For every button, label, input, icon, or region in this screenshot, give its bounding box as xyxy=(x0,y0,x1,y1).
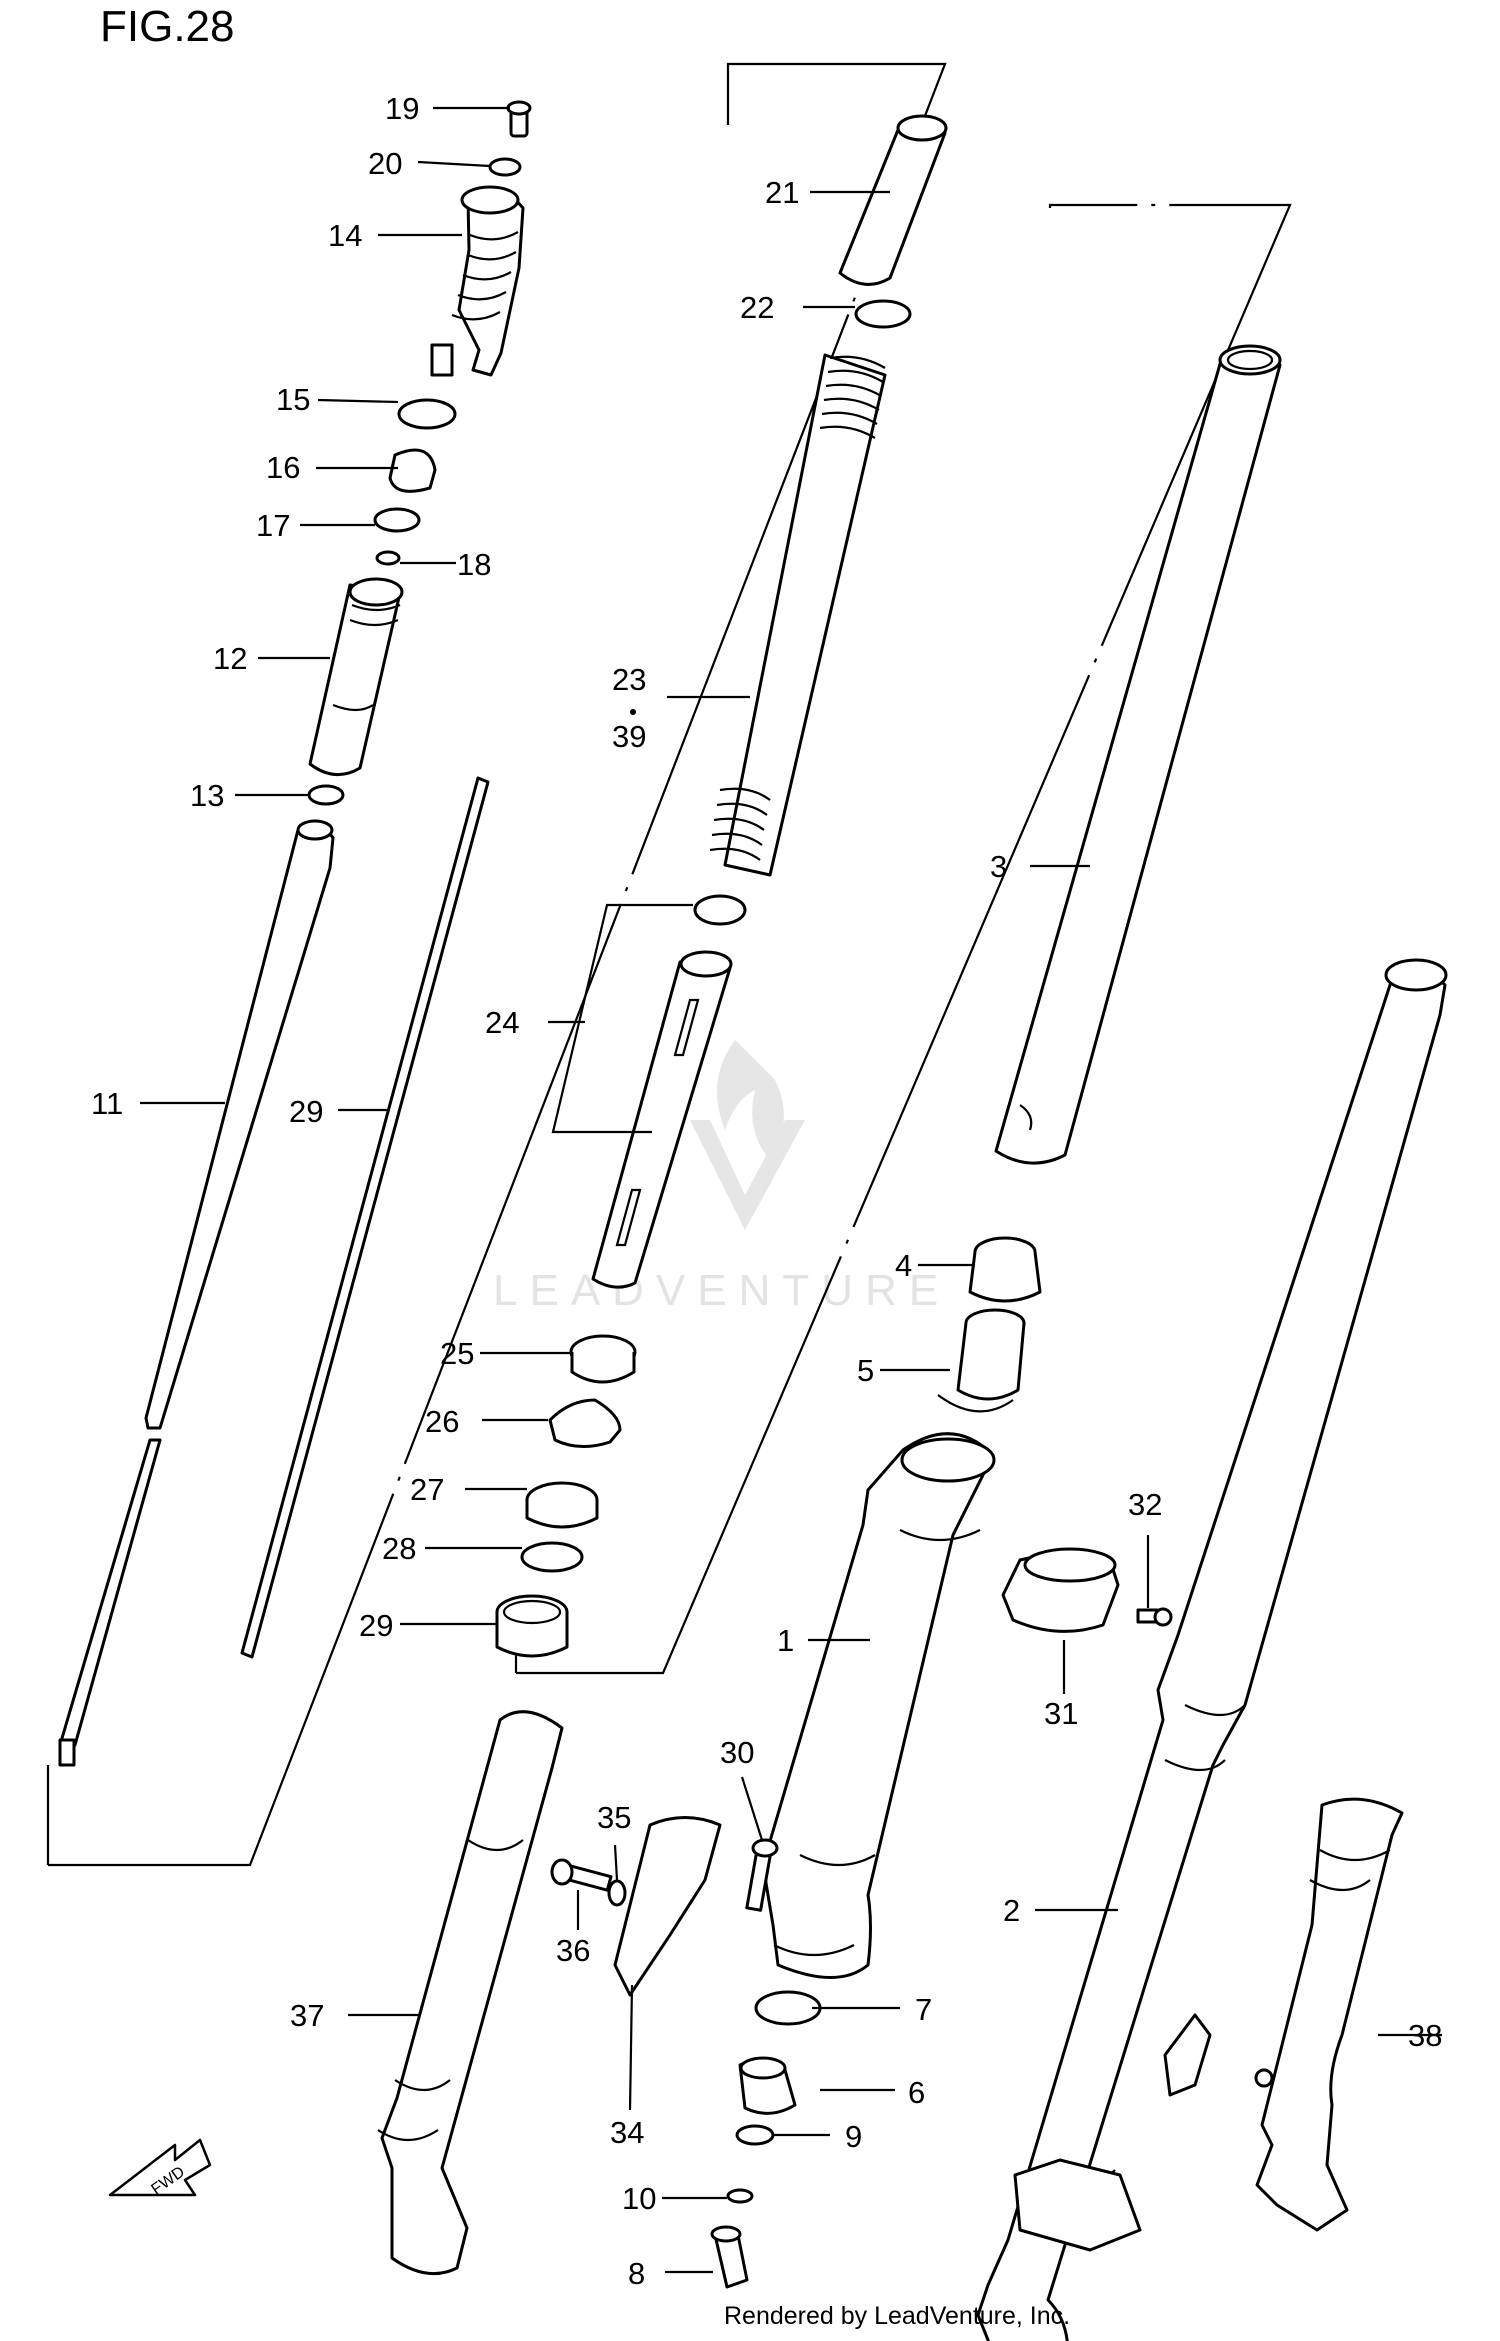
callout-16: 16 xyxy=(266,450,300,485)
bolt-8 xyxy=(710,2225,749,2289)
bolt-36 xyxy=(550,1858,613,1892)
callout-35: 35 xyxy=(597,1800,631,1835)
callout-10: 10 xyxy=(622,2181,656,2216)
callout-separator-dot xyxy=(630,709,636,715)
fork-guard-37 xyxy=(377,1710,564,2276)
clip-26 xyxy=(548,1398,622,1448)
clamp-32 xyxy=(1001,1547,1120,1633)
callout-37: 37 xyxy=(290,1998,324,2033)
callout-13: 13 xyxy=(190,778,224,813)
callout-26: 26 xyxy=(425,1404,459,1439)
callout-38: 38 xyxy=(1408,2018,1442,2053)
assembly-boundary-lines xyxy=(46,62,1292,1867)
leader-lines xyxy=(140,106,1442,2274)
callout-30: 29 xyxy=(289,1094,323,1129)
guide-24 xyxy=(551,894,747,1289)
axle-holder-6 xyxy=(738,2056,797,2115)
callout-34: 34 xyxy=(610,2115,644,2150)
callout-17: 17 xyxy=(256,508,290,543)
guard-38 xyxy=(1254,1797,1404,2232)
watermark-text: LEADVENTURE xyxy=(493,1266,950,1315)
stopper-16 xyxy=(388,448,437,493)
callout-6: 6 xyxy=(908,2075,925,2110)
callout-33: 32 xyxy=(1128,1487,1162,1522)
o-ring-7 xyxy=(754,1990,822,2026)
ring-18 xyxy=(375,550,401,566)
callout-18: 18 xyxy=(457,547,491,582)
leadventure-watermark-logo xyxy=(690,1040,805,1230)
callout-20: 20 xyxy=(368,146,402,181)
callout-14: 14 xyxy=(328,218,362,253)
callout-23: 23 xyxy=(612,662,646,697)
spring-23-39 xyxy=(709,353,887,877)
callout-36: 36 xyxy=(556,1933,590,1968)
bolt-31 xyxy=(745,1838,779,1912)
washer-10 xyxy=(726,2188,754,2204)
forward-arrow-icon: FWD xyxy=(108,2138,212,2198)
seat-22 xyxy=(854,299,912,329)
damper-rod-11 xyxy=(58,819,335,1767)
callout-3: 3 xyxy=(990,849,1007,884)
callout-9: 9 xyxy=(845,2119,862,2154)
oil-lock-25 xyxy=(569,1334,637,1384)
bushing-5 xyxy=(937,1308,1026,1413)
bushing-29 xyxy=(495,1594,569,1658)
callout-7: 7 xyxy=(915,1992,932,2027)
callout-22: 22 xyxy=(740,290,774,325)
washer-20 xyxy=(488,157,522,177)
washer-17 xyxy=(373,507,421,533)
callout-24: 24 xyxy=(485,1005,519,1040)
collar-21 xyxy=(838,114,948,286)
callout-1: 1 xyxy=(777,1623,794,1658)
callout-32: 31 xyxy=(1044,1696,1078,1731)
callout-2: 2 xyxy=(1003,1893,1020,1928)
callout-8: 8 xyxy=(628,2256,645,2291)
callout-5: 5 xyxy=(857,1353,874,1388)
washer-9 xyxy=(735,2124,775,2146)
fork-guard-34 xyxy=(613,1816,722,1997)
bolt-19 xyxy=(506,100,532,138)
callout-12: 12 xyxy=(213,641,247,676)
outer-tube-1 xyxy=(761,1432,996,1979)
callout-25: 25 xyxy=(440,1336,474,1371)
washer-28 xyxy=(520,1541,584,1573)
inner-tube-3 xyxy=(994,344,1282,1165)
washer-35 xyxy=(607,1879,627,1907)
callout-39: 39 xyxy=(612,719,646,754)
callout-19: 19 xyxy=(385,91,419,126)
callout-15: 15 xyxy=(276,382,310,417)
callout-21: 21 xyxy=(765,175,799,210)
footer-credit: Rendered by LeadVenture, Inc. xyxy=(724,2302,1071,2330)
callout-11: 11 xyxy=(91,1086,123,1121)
oil-seal-27 xyxy=(525,1481,599,1529)
callout-labels: 19 20 14 15 16 17 18 12 13 11 29 21 22 2… xyxy=(91,91,1442,2291)
outer-tube-2 xyxy=(976,958,1448,2341)
rod-30 xyxy=(240,776,490,1659)
adjuster-14 xyxy=(430,185,525,377)
figure-title: FIG.28 xyxy=(100,2,235,51)
callout-4: 4 xyxy=(895,1248,912,1283)
piston-12 xyxy=(308,577,404,776)
callout-29: 29 xyxy=(359,1608,393,1643)
bolt-33 xyxy=(1136,1607,1173,1627)
bushing-4 xyxy=(968,1236,1042,1303)
ring-13 xyxy=(307,784,345,806)
callout-28: 28 xyxy=(382,1531,416,1566)
callout-31: 30 xyxy=(720,1735,754,1770)
o-ring-15 xyxy=(397,398,457,430)
callout-27: 27 xyxy=(410,1472,444,1507)
